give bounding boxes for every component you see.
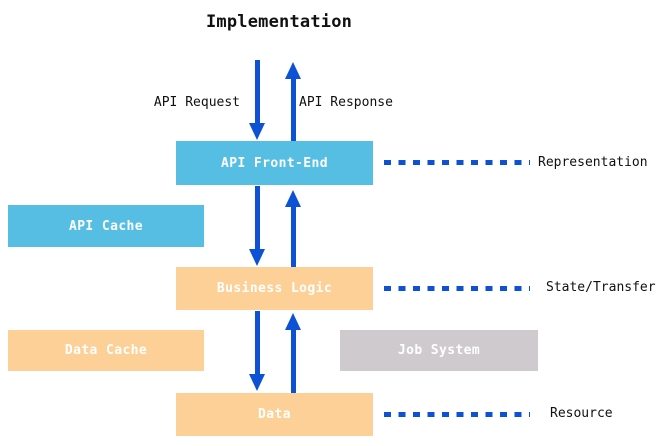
upstream-arrow-icon — [285, 190, 301, 267]
layer-label-representation: Representation — [538, 155, 648, 170]
downstream-arrow-icon — [249, 186, 265, 266]
dashed-line-state-transfer — [384, 286, 530, 291]
upstream-arrow-icon — [285, 313, 301, 395]
dashed-line-representation — [384, 160, 530, 165]
dashed-line-resource — [384, 412, 530, 417]
api-request-label: API Request — [153, 95, 240, 110]
layer-label-state-transfer: State/Transfer — [546, 280, 656, 295]
box-api-front-end: API Front-End — [176, 141, 373, 185]
api-request-arrow-icon — [249, 60, 265, 140]
diagram-title: Implementation — [206, 12, 353, 32]
box-data-cache: Data Cache — [8, 330, 204, 371]
box-data: Data — [176, 393, 373, 436]
api-response-label: API Response — [299, 95, 393, 110]
layer-label-resource: Resource — [550, 406, 613, 421]
box-api-cache: API Cache — [8, 205, 204, 247]
box-business-logic: Business Logic — [176, 267, 373, 310]
box-job-system: Job System — [340, 330, 538, 371]
downstream-arrow-icon — [249, 311, 265, 391]
api-response-arrow-icon — [285, 62, 301, 141]
